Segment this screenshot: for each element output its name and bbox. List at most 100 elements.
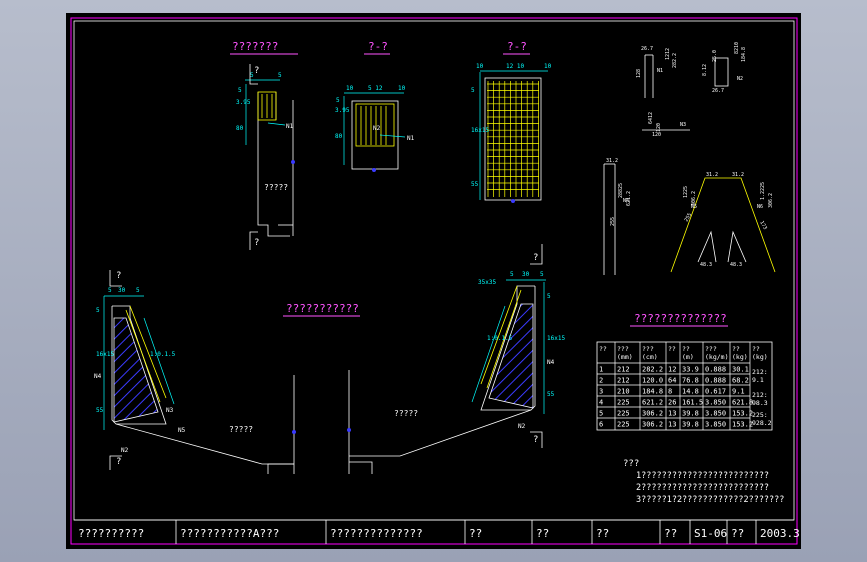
table-header: (kg) [752, 353, 768, 361]
table-cell: 9.1 [732, 388, 745, 396]
table-cell: 3 [599, 388, 603, 396]
drawing-canvas: ??????? 5 5 3.95 5 80 [70, 17, 800, 545]
table-cell: 210 [617, 388, 630, 396]
dim-text: 10 [398, 85, 406, 92]
section-cut-mark: ? [116, 457, 121, 467]
elev-left-label: ????? [229, 425, 253, 434]
slope-text: 1:0.1.5 [487, 335, 513, 342]
dim-text: 16x15 [96, 351, 114, 358]
dim-text: 35x35 [478, 279, 496, 286]
table-cell: 153.2 [732, 410, 753, 418]
rebar-label: 282.2 [672, 53, 678, 68]
rebar-label: 621.2 [626, 191, 632, 206]
dim-text: 30 [118, 287, 126, 294]
table-cell: 5 [599, 410, 603, 418]
section2-rebar-grid [487, 81, 539, 197]
rebar-label: 48.3 [730, 262, 742, 268]
rebar-label: N3 [680, 122, 686, 128]
section-2: ?-? 10 12 10 10 5 16x15 55 [471, 40, 552, 203]
rebar-label: 31.2 [706, 172, 718, 178]
table-cell: 8 [668, 388, 672, 396]
table-cell: 184.8 [642, 388, 663, 396]
dim-text: 5 [336, 97, 340, 104]
side-view-label: ????? [264, 183, 288, 192]
rebar-label: 255 [684, 212, 694, 223]
table-cell: 0.888 [705, 366, 726, 374]
dim-text: 10 [476, 63, 484, 70]
side-view: ??????? 5 5 3.95 5 80 [230, 40, 298, 250]
dim-text: 16x15 [547, 335, 565, 342]
dim-text: 30 [522, 271, 530, 278]
section1-outline [351, 100, 399, 170]
table-cell: 0.617 [705, 388, 726, 396]
rebar-mark: N4 [547, 359, 555, 366]
table-cell: 13 [668, 410, 676, 418]
table-cell: 6 [599, 421, 603, 429]
cut-arrow [109, 455, 122, 470]
table-total: 98.3 [752, 399, 768, 407]
rebar-label: 306.2 [691, 191, 697, 206]
note-line: 3?????1?2????????????2??????? [636, 495, 784, 505]
leader [379, 134, 406, 138]
dim-text: 55 [96, 407, 104, 414]
rebar-mark: N2 [121, 447, 129, 454]
title-block-cell: ?????????????? [330, 527, 423, 540]
table-header: (mm) [617, 353, 633, 361]
cut-arrow [530, 431, 543, 448]
sheet-frame [70, 17, 798, 545]
rebar-label: N6 [757, 204, 763, 210]
left-footing [267, 463, 294, 474]
rebar-label: 306.2 [768, 193, 774, 208]
title-block-cell: S1-06 [694, 527, 727, 540]
elevation-view: ??????????? ????? 5 30 5 5 16x15 [94, 244, 565, 474]
rebar-mark: N5 [178, 427, 186, 434]
right-wall-rebar [480, 285, 518, 385]
left-wall-hatch [113, 317, 159, 423]
rebar-label: 8210 [734, 42, 740, 54]
title-block-cell: ?? [664, 527, 677, 540]
dim-line [143, 317, 175, 405]
table-cell: 68.2 [732, 377, 749, 385]
leader [267, 122, 286, 126]
title-block-cell: ???????????A??? [180, 527, 279, 540]
rebar-label: 25.0 [712, 50, 718, 62]
title-block-cell: ?? [596, 527, 609, 540]
rebar-mark: N2 [373, 125, 381, 132]
table-cell: 39.8 [682, 421, 699, 429]
section-cut-mark: ? [116, 271, 121, 281]
rebar-shape [697, 230, 717, 263]
table-cell: 621.2 [642, 399, 663, 407]
table-cell: 212 [617, 366, 630, 374]
section-cut-mark: ? [533, 253, 538, 263]
right-wall-rebar [486, 289, 522, 389]
rebar-label: N5 [691, 204, 697, 210]
dim-text: 5 12 [368, 85, 383, 92]
section-cut-mark: ? [254, 66, 259, 76]
table-cell: 120.0 [642, 377, 663, 385]
side-view-outline [257, 92, 290, 237]
title-block-cell: ?? [469, 527, 482, 540]
rebar-label: 128 [636, 69, 642, 78]
dim-line [471, 305, 506, 403]
section1-rebar-box [355, 103, 395, 147]
section-cut-mark: ? [254, 238, 259, 248]
table-header: (kg) [732, 353, 748, 361]
drawing-sheet[interactable]: ??????? 5 5 3.95 5 80 [66, 13, 801, 549]
table-header: (cm) [642, 353, 658, 361]
cut-arrow [249, 64, 258, 85]
side-view-title: ??????? [232, 40, 278, 53]
dim-text: 10 [544, 63, 552, 70]
rebar-label: N1 [657, 68, 663, 74]
rebar-mark: N2 [518, 423, 526, 430]
table-header: ?? [732, 345, 740, 353]
table-cell: 161.5 [682, 399, 703, 407]
table-cell: 2 [599, 377, 603, 385]
elevation-title: ??????????? [286, 302, 359, 315]
dim-text: 5 [238, 87, 242, 94]
title-block-cell: ?? [536, 527, 549, 540]
rebar-mark: N4 [94, 373, 102, 380]
table-cell: 153.2 [732, 421, 753, 429]
cut-arrow [249, 231, 258, 250]
rebar-quantity-table: ?????????????? ?????(mm)???(cm)????(m)??… [596, 312, 773, 431]
